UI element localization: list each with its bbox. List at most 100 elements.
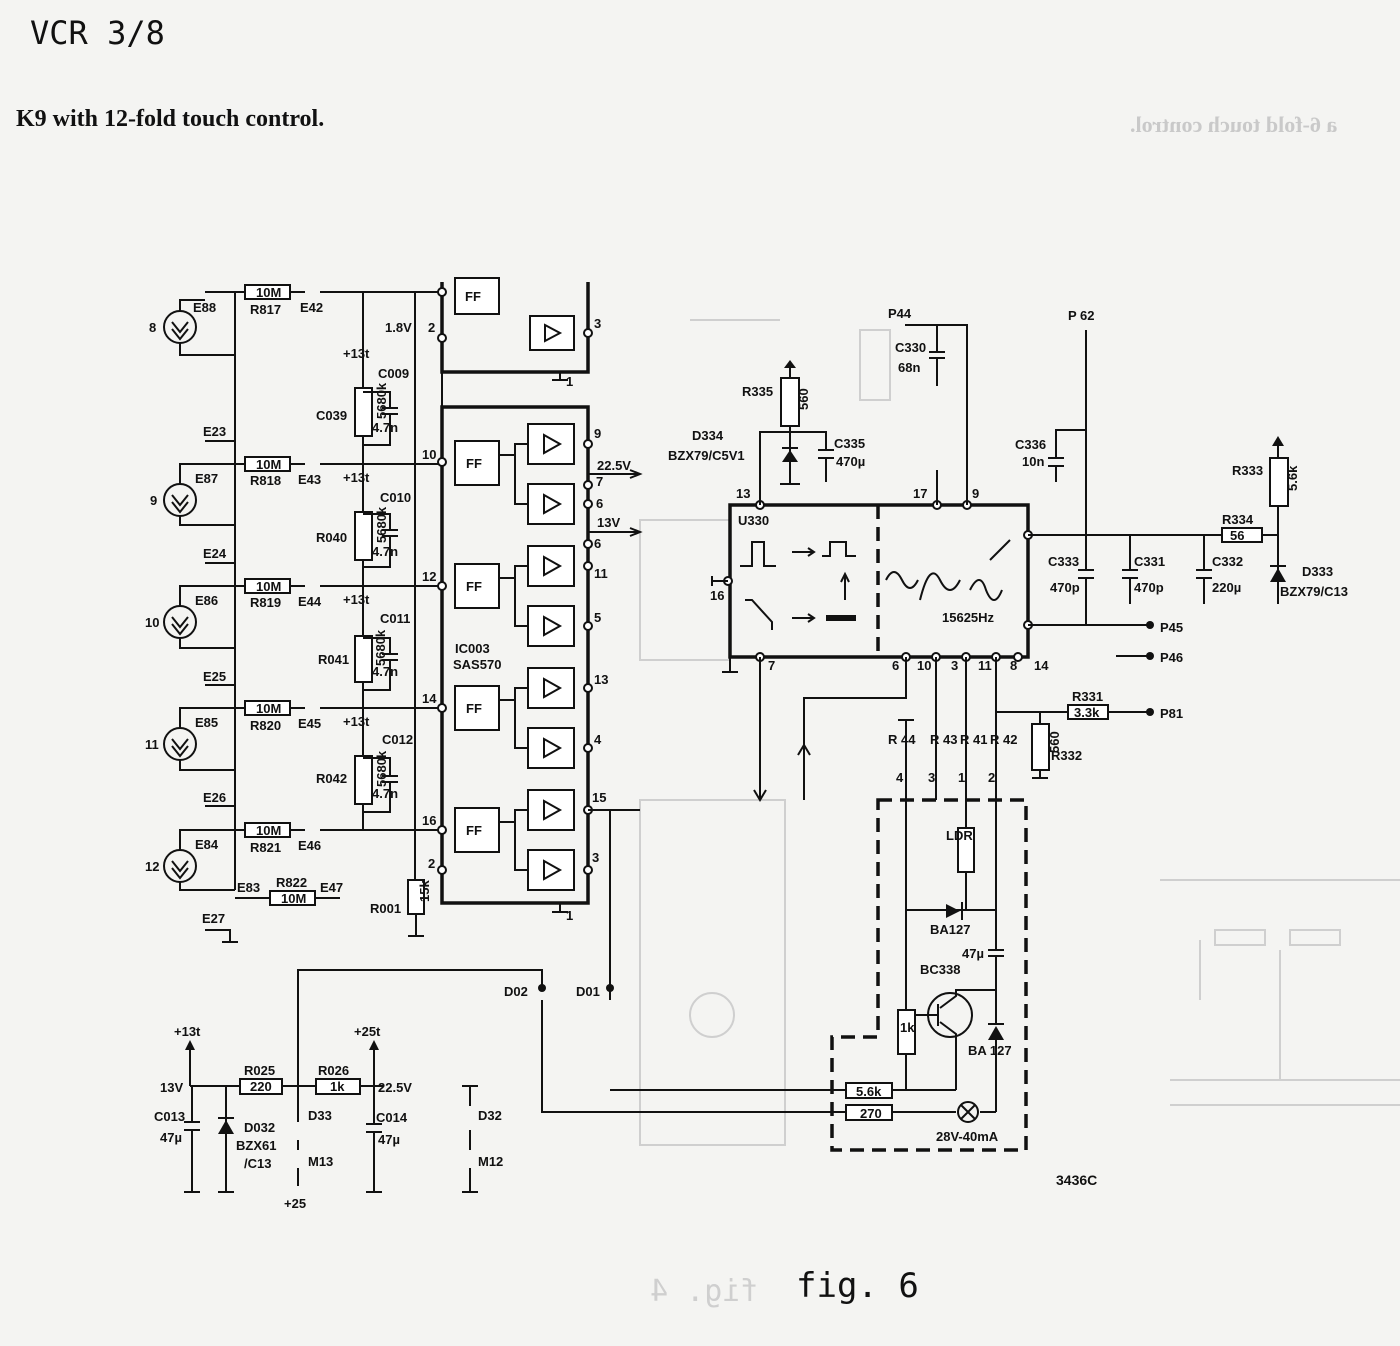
touch-channel-8: 10M R817 E42 E88 8 bbox=[149, 284, 442, 356]
schematic-label: +25 bbox=[284, 1196, 306, 1211]
schematic-label: BZX61 bbox=[236, 1138, 276, 1153]
schematic-label: C009 bbox=[378, 366, 409, 381]
schematic-label: 6 bbox=[596, 496, 603, 511]
schematic-label: BZX79/C13 bbox=[1280, 584, 1348, 599]
schematic-label: FF bbox=[466, 579, 482, 594]
rc-network-4: +13t 5680k R042 C012 4.7n bbox=[316, 714, 413, 830]
schematic-label: 10 bbox=[422, 447, 436, 462]
schematic-label: 4 bbox=[896, 770, 904, 785]
schematic-label: 7 bbox=[768, 658, 775, 673]
schematic-label: D32 bbox=[478, 1108, 502, 1123]
resistor-value: 10M bbox=[256, 701, 281, 716]
schematic-label: 5.6k bbox=[1285, 465, 1300, 491]
schematic-label: 8 bbox=[1010, 658, 1017, 673]
schematic-label: D02 bbox=[504, 984, 528, 999]
u330-timing-module: U330 15625Hz 13 17 9 16 7 6 10 3 11 8 14 bbox=[710, 486, 1049, 802]
schematic-label: R335 bbox=[742, 384, 773, 399]
resistor-value: 10M bbox=[256, 285, 281, 300]
resistor-label: R820 bbox=[250, 718, 281, 733]
rc-network-1: +13t 5680k C039 C009 4.7n bbox=[316, 346, 409, 464]
schematic-label: 3.3k bbox=[1074, 705, 1100, 720]
schematic-label: 1 bbox=[566, 374, 573, 389]
schematic-label: 1 bbox=[958, 770, 965, 785]
schematic-label: FF bbox=[465, 289, 481, 304]
top-terminal-label: E24 bbox=[203, 546, 227, 561]
schematic-label: R040 bbox=[316, 530, 347, 545]
schematic-label: P46 bbox=[1160, 650, 1183, 665]
schematic-label: R041 bbox=[318, 652, 349, 667]
schematic-label: IC003 bbox=[455, 641, 490, 656]
schematic-label: 22.5V bbox=[378, 1080, 412, 1095]
flip-flop-blocks: FF FF FF FF bbox=[454, 440, 500, 853]
schematic-label: +13t bbox=[343, 592, 370, 607]
rc-network-bank: +13t 5680k C039 C009 4.7n +13t 5680k R04… bbox=[316, 346, 413, 830]
schematic-label: SAS570 bbox=[453, 657, 501, 672]
schematic-label: 2 bbox=[428, 320, 435, 335]
schematic-label: P44 bbox=[888, 306, 912, 321]
schematic-label: R333 bbox=[1232, 463, 1263, 478]
schematic-label: +13t bbox=[343, 470, 370, 485]
schematic-label: D334 bbox=[692, 428, 724, 443]
schematic-label: R334 bbox=[1222, 512, 1254, 527]
ic003-touch-controller: FF 2 3 1 FF FF FF FF IC003 bbox=[422, 277, 643, 1000]
schematic-label: C011 bbox=[380, 611, 410, 626]
schematic-label: BC338 bbox=[920, 962, 960, 977]
power-supply: D02 D01 +13t 13V C013 47µ D032 BZX61 /C1… bbox=[154, 969, 614, 1211]
schematic-label: C333 bbox=[1048, 554, 1079, 569]
terminal-label: E42 bbox=[300, 300, 323, 315]
top-terminal-label: E25 bbox=[203, 669, 226, 684]
schematic-label: 470µ bbox=[836, 454, 865, 469]
schematic-label: 5680k bbox=[374, 750, 389, 787]
schematic-label: 470p bbox=[1050, 580, 1080, 595]
schematic-label: 15 bbox=[592, 790, 606, 805]
schematic-label: R331 bbox=[1072, 689, 1103, 704]
terminal-label: E43 bbox=[298, 472, 321, 487]
sensor-terminal-label: E88 bbox=[193, 300, 216, 315]
schematic-label: 470p bbox=[1134, 580, 1164, 595]
schematic-label: FF bbox=[466, 823, 482, 838]
schematic-label: R 41 bbox=[960, 732, 987, 747]
rc-network-3: +13t 5680k R041 C011 4.7n bbox=[318, 592, 410, 708]
channel-number: 8 bbox=[149, 320, 156, 335]
schematic-label: R 44 bbox=[888, 732, 916, 747]
schematic-label: 560 bbox=[1047, 731, 1062, 753]
schematic-label: 5.6k bbox=[856, 1084, 882, 1099]
schematic-label: P81 bbox=[1160, 706, 1183, 721]
schematic-label: 68n bbox=[898, 360, 920, 375]
schematic-label: 22.5V bbox=[597, 458, 631, 473]
schematic-label: P 62 bbox=[1068, 308, 1095, 323]
schematic-label: 220µ bbox=[1212, 580, 1241, 595]
schematic-label: 1 bbox=[566, 908, 573, 923]
schematic-label: 28V-40mA bbox=[936, 1129, 999, 1144]
touch-channel-9: E23 10M R818 E43 E87 9 bbox=[150, 424, 442, 526]
schematic-label: 11 bbox=[594, 566, 608, 581]
r001-label: R001 bbox=[370, 901, 401, 916]
schematic-label: R042 bbox=[316, 771, 347, 786]
schematic-label: 270 bbox=[860, 1106, 882, 1121]
schematic-label: C330 bbox=[895, 340, 926, 355]
schematic-label: R026 bbox=[318, 1063, 349, 1078]
schematic-label: 560 bbox=[796, 388, 811, 410]
schematic-label: 14 bbox=[1034, 658, 1049, 673]
resistor-value: 10M bbox=[256, 457, 281, 472]
touch-channel-11: E25 10M R820 E45 E85 11 bbox=[145, 669, 442, 771]
schematic-label: R 43 bbox=[930, 732, 957, 747]
schematic-label: 11 bbox=[978, 658, 992, 673]
page-title: VCR 3/8 bbox=[30, 14, 165, 52]
schematic-label: 47µ bbox=[378, 1132, 400, 1147]
e83-label: E83 bbox=[237, 880, 260, 895]
channel-number: 9 bbox=[150, 493, 157, 508]
figure-caption: fig. 6 bbox=[796, 1266, 919, 1306]
schematic-label: U330 bbox=[738, 513, 769, 528]
schematic-label: C014 bbox=[376, 1110, 408, 1125]
schematic-label: +13t bbox=[343, 346, 370, 361]
schematic-label: M13 bbox=[308, 1154, 333, 1169]
display-module: R 44 R 43 R 41 R 42 4 3 1 2 LDR BA127 47… bbox=[541, 657, 1028, 1152]
schematic-label: 56 bbox=[1230, 528, 1244, 543]
touch-sensor-bank: 10M R817 E42 E88 8 E23 10M R818 E43 E87 … bbox=[145, 282, 443, 943]
e47-label: E47 bbox=[320, 880, 343, 895]
sensor-terminal-label: E84 bbox=[195, 837, 219, 852]
schematic-label: BZX79/C5V1 bbox=[668, 448, 745, 463]
schematic-label: C013 bbox=[154, 1109, 185, 1124]
schematic-label: C012 bbox=[382, 732, 413, 747]
